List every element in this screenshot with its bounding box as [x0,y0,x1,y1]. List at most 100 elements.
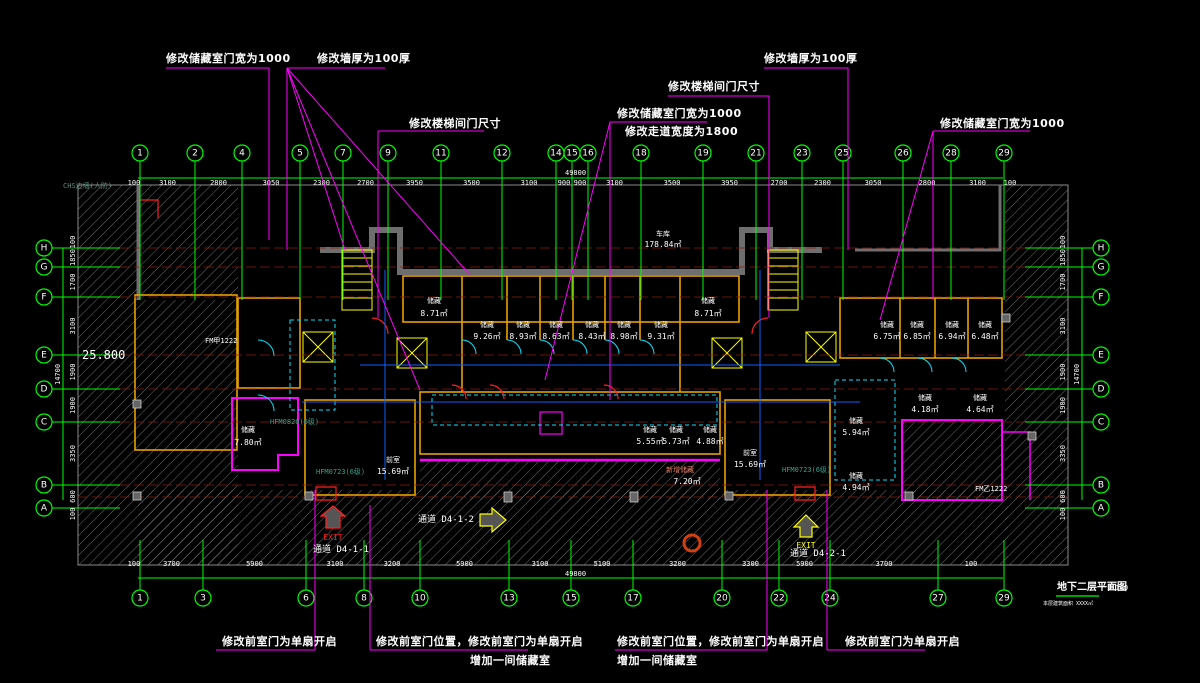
west-stair-block [237,297,301,389]
grid-bubble-bottom-1: 1 [131,589,149,607]
annotation-front-door-1: 修改前室门为单扇开启 [221,634,337,648]
room-area: 5.55㎡ [636,437,663,446]
grid-bubble-circle [1092,239,1110,257]
total-dim-left: 14700 [54,364,62,385]
exit-arrow-west: EXIT [319,505,347,542]
grid-bubble-top-28: 28 [942,144,960,162]
grid-bubble-circle [834,144,852,162]
room-area: 8.43㎡ [578,332,605,341]
grid-bubble-label: 22 [773,594,784,604]
dimension-value: 900 [574,179,587,187]
grid-bubble-left-B: B [35,476,53,494]
grid-bubble-circle [562,589,580,607]
annotation-front-door-2: 修改前室门位置，修改前室门为单扇开启 [375,634,583,648]
leader-line [764,67,849,250]
room-name: 储藏 [703,425,717,434]
door-swing [917,357,933,373]
west-door-red [315,486,337,501]
grid-bubble-label: 29 [998,594,1010,604]
grid-bubble-bottom-3: 3 [194,589,212,607]
magenta-outlines [231,397,1031,501]
grid-bubble-label: 14 [550,149,562,159]
room-name: 储藏 [617,320,631,329]
grid-bubble-label: 8 [361,594,367,604]
room-area: 8.93㎡ [509,332,536,341]
dimension-value: 3700 [876,560,893,568]
room-name: 储藏 [945,320,959,329]
room-name: 前室 [743,448,757,457]
dimension-value: 2800 [210,179,227,187]
door-swing-red [371,317,389,335]
grid-bubble-top-21: 21 [747,144,765,162]
shaft-box [539,411,563,435]
elevation-label: 25.800 [82,348,125,362]
room-area: 8.63㎡ [542,332,569,341]
grid-bubble-top-14: 14 [547,144,565,162]
corner-red [140,199,159,218]
room-name: 储藏 [880,320,894,329]
column [304,491,314,501]
grid-bubble-top-26: 26 [894,144,912,162]
grid-bubble-circle [942,144,960,162]
dimension-value: 3100 [1059,318,1067,335]
grid-bubble-circle [35,476,53,494]
west-stair [341,249,373,311]
drawing-title: 地下二层平面图 [1057,580,1127,593]
doors [257,319,967,481]
grid-bubble-circle [1092,346,1110,364]
room-area: 5.94㎡ [842,428,869,437]
grid-bubble-circle [995,589,1013,607]
room-area: 9.26㎡ [473,332,500,341]
dimension-value: 1900 [1059,364,1067,381]
room-area: 9.31㎡ [647,332,674,341]
room-name: 储藏 [978,320,992,329]
leader-line [668,95,770,318]
north-retaining-wall [320,227,822,275]
grid-bubble-circle [1092,258,1110,276]
grid-bubble-right-D: D [1092,380,1110,398]
grid-bubble-right-G: G [1092,258,1110,276]
grid-bubble-circle [297,589,315,607]
room-area: 5.73㎡ [662,437,689,446]
grid-bubble-label: 21 [750,149,761,159]
dimension-value: 600 [1059,490,1067,503]
grid-bubble-left-E: E [35,346,53,364]
leader-line [286,67,346,251]
dimension-value: 2300 [814,179,831,187]
east-dashed-zone [834,379,896,481]
annotation-door-width-2: 修改储藏室门宽为1000 [616,106,742,120]
door-tag: FM乙1222 [975,485,1007,493]
dimension-value: 2800 [919,179,936,187]
grid-bubble-right-C: C [1092,413,1110,431]
annotations-top: 修改储藏室门宽为1000 修改墙厚为100厚 修改楼梯间门尺寸 修改储藏室门宽为… [165,51,1064,400]
grid-bubble-label: 26 [897,149,909,159]
north-storage-block [402,275,740,323]
hatch-bottom-band [138,490,1008,565]
west-shelter-outline [231,397,299,471]
grid-bubble-label: A [1098,504,1105,514]
grid-bubble-label: C [1098,418,1104,428]
door-swing [257,339,275,357]
column [503,491,513,503]
grid-bubble-label: 28 [945,149,957,159]
grid-bubble-left-G: G [35,258,53,276]
dimension-value: 100 [965,560,978,568]
room-area: 4.18㎡ [911,405,938,414]
grid-bubble-top-16: 16 [579,144,597,162]
grid-bubble-label: H [1098,244,1105,254]
room-name: 储藏 [480,320,494,329]
room-name: 前室 [386,455,400,464]
grid-bubble-bottom-29: 29 [995,589,1013,607]
grid-bubble-circle [1092,499,1110,517]
ramp-arrow-icon [682,533,702,553]
dimension-value: 2700 [357,179,374,187]
grid-bubble-left-A: A [35,499,53,517]
grid-bubble-label: G [41,263,48,273]
dimension-value: 3200 [669,560,686,568]
door-swing [604,339,620,355]
annotation-front-door-3: 修改前室门位置，修改前室门为单扇开启 [616,634,824,648]
dimension-value: 1900 [1059,397,1067,414]
